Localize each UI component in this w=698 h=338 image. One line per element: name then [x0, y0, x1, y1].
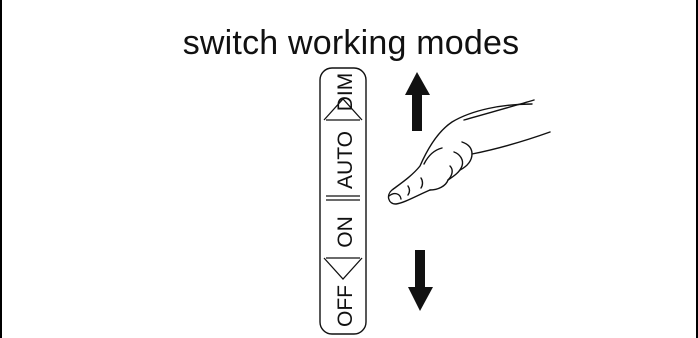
arrow-up-icon	[405, 72, 430, 131]
mode-label-on[interactable]: ON	[334, 216, 357, 248]
separator-chevron-up	[323, 98, 363, 121]
arrow-down-icon	[408, 250, 433, 311]
switch-panel	[319, 67, 367, 335]
pointing-hand-icon	[387, 99, 551, 205]
mode-label-dim[interactable]: DIM	[334, 73, 357, 112]
mode-label-off[interactable]: OFF	[334, 285, 357, 327]
mode-label-auto[interactable]: AUTO	[334, 131, 357, 189]
diagram-title: switch working modes	[182, 24, 520, 62]
separator-chevron-down	[323, 257, 363, 280]
